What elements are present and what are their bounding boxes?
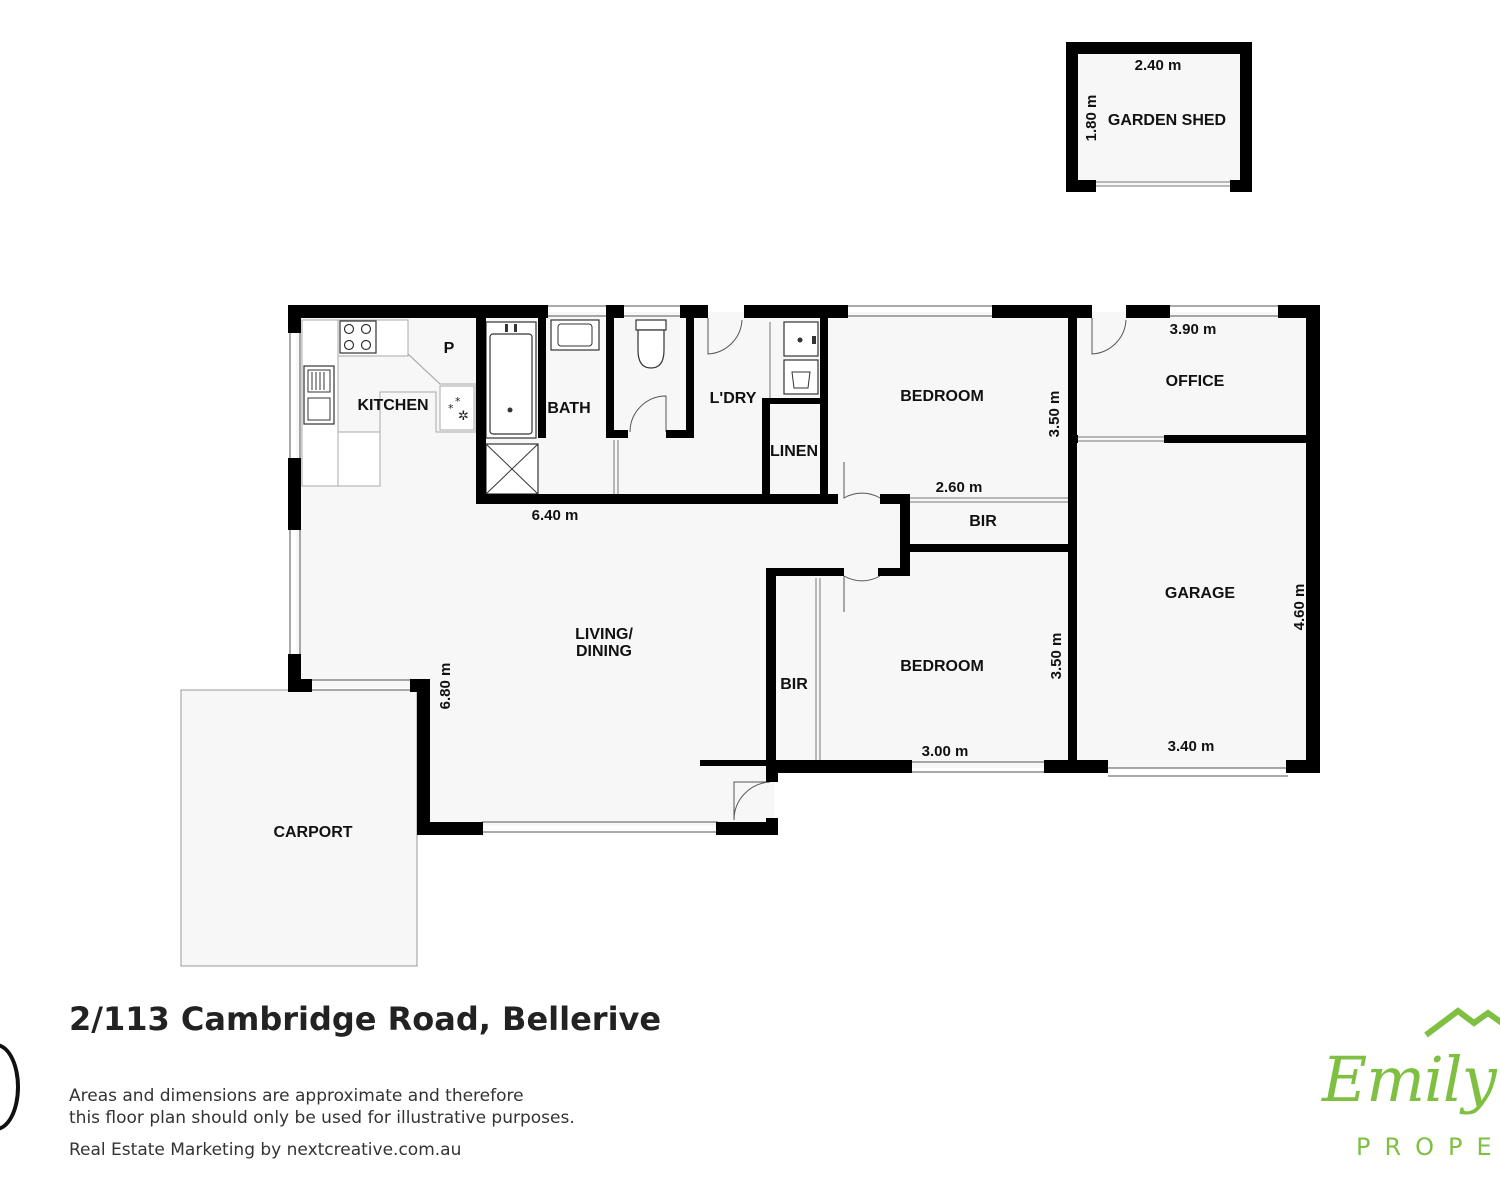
logo-script-text: Emily G [1322, 1043, 1500, 1116]
kitchen-sink [303, 365, 335, 425]
disclaimer-line-2: this floor plan should only be used for … [69, 1108, 575, 1128]
label-dining: DINING [576, 643, 632, 660]
label-living: LIVING/ [575, 626, 633, 643]
dim-shed-width: 2.40 m [1135, 57, 1182, 74]
vanity-basin [550, 319, 600, 351]
logo-sub-text: PROPE [1356, 1133, 1500, 1161]
laundry-tub [783, 321, 819, 395]
agency-logo: Emily G PROPE [1310, 1005, 1500, 1165]
dim-living-depth: 6.80 m [437, 663, 454, 710]
dimension-labels: 2.40 m 1.80 m 3.90 m 3.50 m 2.60 m 6.40 … [437, 57, 1308, 760]
garden-shed [1066, 42, 1252, 192]
label-kitchen: KITCHEN [357, 397, 428, 414]
marketing-credit: Real Estate Marketing by nextcreative.co… [69, 1140, 462, 1160]
dim-garage-width: 3.40 m [1168, 738, 1215, 755]
carport-area [180, 689, 418, 967]
svg-text:*: * [448, 402, 454, 415]
dim-office-width: 3.90 m [1170, 321, 1217, 338]
disclaimer: Areas and dimensions are approximate and… [69, 1085, 575, 1129]
cooktop [339, 320, 377, 354]
label-garage: GARAGE [1165, 585, 1236, 602]
house-roof-icon [1424, 1007, 1500, 1038]
dim-bedroom2-depth: 3.50 m [1048, 633, 1065, 680]
label-bir-1: BIR [969, 513, 997, 530]
property-address: 2/113 Cambridge Road, Bellerive [69, 1000, 662, 1038]
compass-icon [0, 1043, 20, 1131]
svg-text:*: * [455, 395, 461, 408]
label-carport: CARPORT [273, 824, 352, 841]
label-bir-2: BIR [780, 676, 808, 693]
door-swings [629, 318, 1127, 821]
bathtub [485, 321, 537, 439]
label-garden-shed: GARDEN SHED [1108, 112, 1226, 129]
label-pantry: P [444, 340, 455, 357]
label-bedroom-2: BEDROOM [900, 658, 984, 675]
walls[interactable] [288, 305, 1320, 835]
dim-shed-depth: 1.80 m [1083, 95, 1100, 142]
label-bedroom-1: BEDROOM [900, 388, 984, 405]
svg-text:✲: ✲ [458, 409, 469, 424]
disclaimer-line-1: Areas and dimensions are approximate and… [69, 1086, 524, 1106]
label-bath: BATH [547, 400, 590, 417]
dishwasher-icon: * * ✲ [439, 385, 475, 431]
toilet [635, 319, 667, 369]
label-linen: LINEN [770, 443, 818, 460]
room-labels: GARDEN SHED KITCHEN P BATH L'DRY LINEN B… [273, 112, 1235, 841]
dim-bedroom1-width: 2.60 m [936, 479, 983, 496]
dim-bedroom2-width: 3.00 m [922, 743, 969, 760]
label-laundry: L'DRY [710, 390, 757, 407]
windows [289, 305, 1288, 833]
sliding-doors [613, 322, 1164, 760]
dim-bedroom1-depth: 3.50 m [1046, 391, 1063, 438]
shower [485, 443, 539, 495]
dim-living-width: 6.40 m [532, 507, 579, 524]
label-office: OFFICE [1166, 373, 1225, 390]
dim-garage-depth: 4.60 m [1291, 584, 1308, 631]
floor-plan: * * ✲ [180, 42, 1320, 967]
